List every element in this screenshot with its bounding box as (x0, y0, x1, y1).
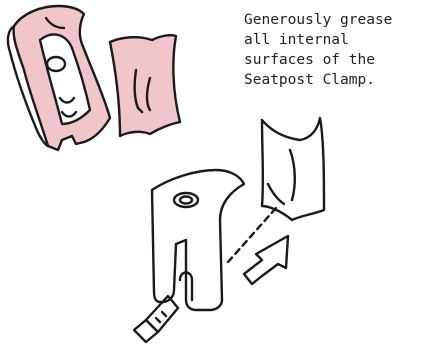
greased-clamp-insert (110, 35, 180, 136)
bolt-icon (134, 296, 178, 342)
clamp-insert-fitting (262, 118, 324, 220)
seatpost-clamp (152, 170, 244, 310)
insert-arrow-icon (244, 236, 288, 284)
greased-clamp-half-left (8, 6, 110, 150)
grease-instruction-text: Generously grease all internal surfaces … (244, 10, 440, 90)
